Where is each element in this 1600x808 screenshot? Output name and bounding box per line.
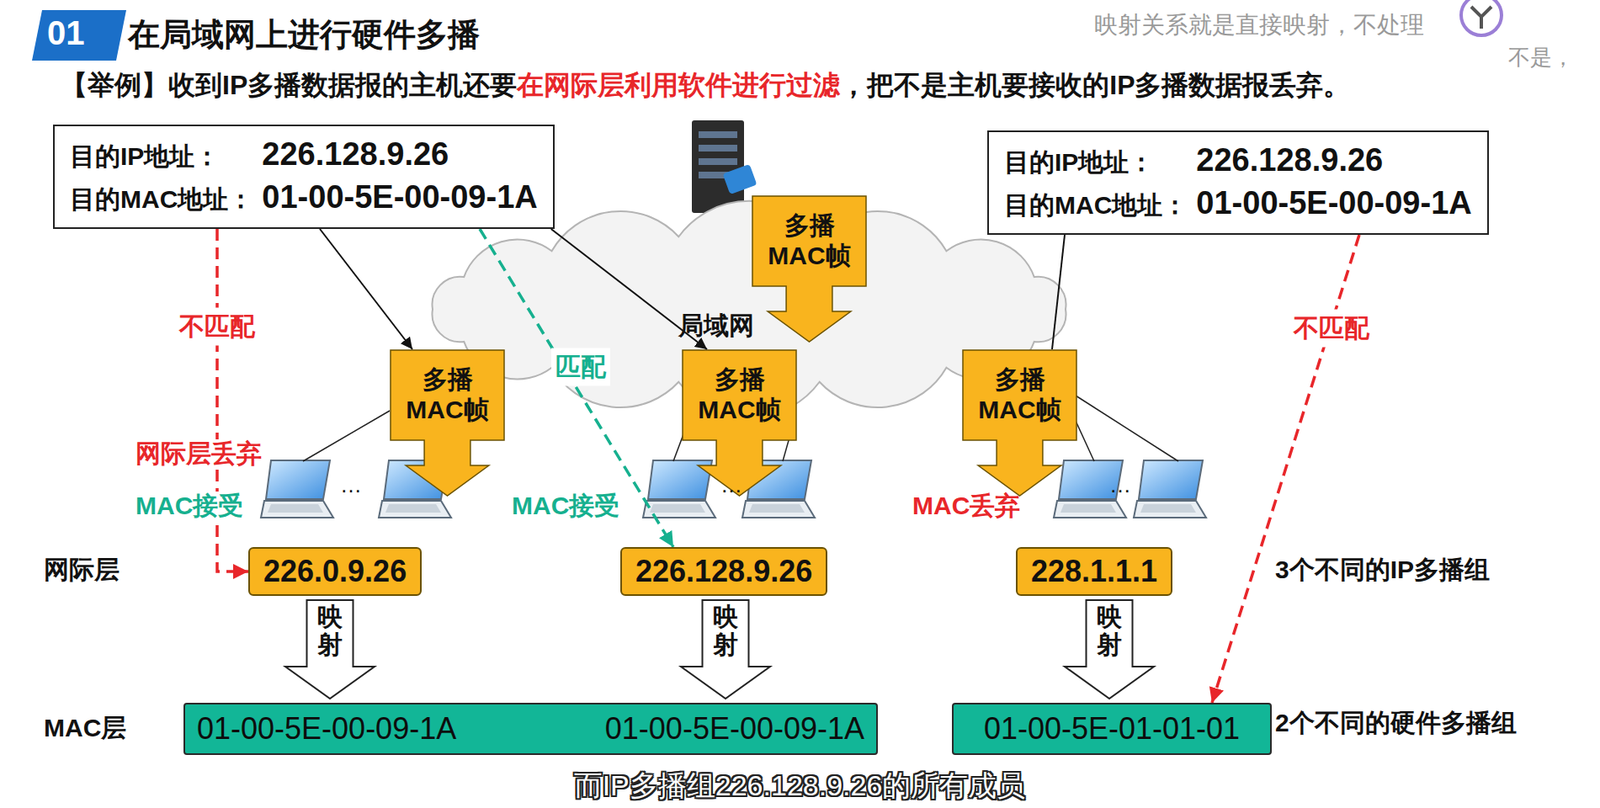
- ip-group-box: 226.0.9.26: [248, 547, 422, 596]
- video-overlay-text: 不是，: [1508, 45, 1574, 71]
- mac-group-band: 01-00-5E-00-09-1A 01-00-5E-00-09-1A: [183, 702, 878, 755]
- multicast-frame-box: 多播 MAC帧: [751, 195, 867, 343]
- status-note: MAC接受: [132, 491, 246, 521]
- frame-name: 多播 MAC帧: [962, 349, 1078, 441]
- field-value: 226.128.9.26: [1196, 142, 1472, 179]
- ellipsis: …: [340, 473, 362, 499]
- field-value: 01-00-5E-00-09-1A: [261, 179, 537, 216]
- ip-group-box: 228.1.1.1: [1015, 547, 1173, 596]
- slide-title: 在局域网上进行硬件多播: [127, 13, 480, 57]
- subtitle-emphasis: 在网际层利用软件进行过滤: [516, 69, 840, 101]
- address-box: 目的IP地址：226.128.9.26目的MAC地址：01-00-5E-00-0…: [987, 130, 1489, 235]
- number-badge: [31, 10, 127, 61]
- status-note: MAC丢弃: [912, 491, 1021, 521]
- field-value: 226.128.9.26: [261, 136, 537, 173]
- mac-group-address: 01-00-5E-01-01-01: [983, 711, 1240, 747]
- mapping-arrow: 映射: [1063, 599, 1156, 701]
- field-name: 目的MAC地址：: [1004, 188, 1188, 224]
- frame-name: 多播 MAC帧: [751, 195, 867, 287]
- video-subtitle: 而IP多播组226.128.9.26的所有成员: [574, 769, 1026, 803]
- field-value: 01-00-5E-00-09-1A: [1196, 185, 1472, 222]
- frame-callout-shape: [752, 196, 867, 342]
- laptop-icon: [260, 460, 334, 518]
- laptop-icon: [1133, 460, 1207, 518]
- mapping-word: 映射: [317, 602, 343, 659]
- mac-group-band: 01-00-5E-01-01-01: [951, 702, 1272, 755]
- frame-callout-shape: [962, 350, 1077, 496]
- multicast-frame-box: 多播 MAC帧: [389, 349, 505, 497]
- frame-callout-shape: [682, 350, 797, 496]
- mac-group-address: 01-00-5E-00-09-1A: [196, 711, 457, 747]
- status-note: MAC接受: [511, 491, 620, 521]
- mapping-arrow: 映射: [679, 599, 772, 701]
- address-box: 目的IP地址：226.128.9.26目的MAC地址：01-00-5E-00-0…: [53, 124, 555, 229]
- badge-number: 01: [47, 13, 86, 53]
- mapping-arrow-shape: [680, 600, 771, 699]
- mapping-word: 映射: [712, 602, 739, 659]
- subtitle-text: 【举例】收到IP多播数据报的主机还要: [60, 69, 517, 101]
- edge-label: 不匹配: [175, 308, 260, 346]
- field-name: 目的MAC地址：: [69, 182, 254, 218]
- channel-logo: [1461, 0, 1502, 36]
- delivery-line: [319, 228, 413, 350]
- ip-group-address: 228.1.1.1: [1031, 553, 1158, 590]
- mapping-arrow-shape: [285, 600, 375, 699]
- frame-name: 多播 MAC帧: [681, 349, 798, 441]
- mapping-arrow: 映射: [283, 599, 377, 701]
- field-name: 目的IP地址：: [1004, 145, 1188, 181]
- mac-group-address: 01-00-5E-00-09-1A: [605, 711, 865, 747]
- frame-callout-shape: [390, 350, 505, 496]
- edge-label: 匹配: [551, 348, 611, 387]
- ip-group-address: 226.0.9.26: [263, 553, 407, 590]
- edge-label: 不匹配: [1289, 309, 1374, 348]
- ip-group-box: 226.128.9.26: [620, 547, 828, 596]
- mapping-word: 映射: [1096, 602, 1122, 659]
- dashed-match-arrow: [1211, 234, 1360, 703]
- layer-name: 网际层: [43, 555, 120, 585]
- mapping-arrow-shape: [1064, 600, 1154, 699]
- ellipsis: …: [720, 473, 743, 499]
- network-name: 局域网: [678, 308, 755, 344]
- subtitle-line: 【举例】收到IP多播数据报的主机还要在网际层利用软件进行过滤，把不是主机要接收的…: [60, 67, 1351, 105]
- layer-name: MAC层: [43, 713, 127, 744]
- group-note: 2个不同的硬件多播组: [1275, 708, 1517, 739]
- frame-name: 多播 MAC帧: [389, 349, 505, 441]
- ellipsis: …: [1109, 473, 1132, 499]
- multicast-frame-box: 多播 MAC帧: [962, 349, 1078, 497]
- group-note: 3个不同的IP多播组: [1275, 555, 1490, 585]
- status-note: 网际层丢弃: [132, 439, 265, 469]
- subtitle-text: ，把不是主机要接收的IP多播数据报丢弃。: [839, 69, 1351, 101]
- ip-group-address: 226.128.9.26: [635, 553, 813, 590]
- field-name: 目的IP地址：: [69, 139, 254, 175]
- video-overlay-text: 映射关系就是直接映射，不处理: [1094, 11, 1425, 39]
